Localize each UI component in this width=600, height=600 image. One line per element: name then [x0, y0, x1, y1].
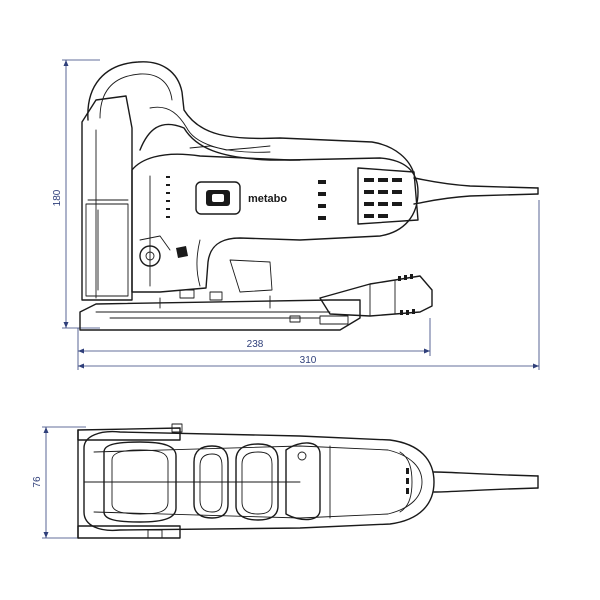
overall-length-dimension: 310 [77, 200, 540, 370]
stroke-selector [139, 176, 188, 267]
height-dimension-label: 180 [52, 189, 63, 206]
base-length-dimension-label: 238 [247, 339, 264, 350]
front-column [81, 95, 133, 301]
dust-nozzle [319, 274, 433, 317]
motor-housing [131, 153, 419, 301]
width-dimension-label: 76 [32, 476, 43, 488]
brand-logo: metabo [248, 193, 287, 205]
base-length-dimension: 238 [77, 318, 431, 356]
side-view: 180 238 310 [52, 59, 540, 370]
handle [87, 61, 415, 175]
top-view: 76 [32, 423, 539, 539]
power-cable [413, 177, 539, 205]
base-plate [79, 295, 361, 331]
height-dimension: 180 [52, 59, 100, 329]
vent-grille [318, 167, 419, 225]
trigger-block [195, 181, 241, 215]
overall-length-dimension-label: 310 [300, 355, 317, 366]
top-view-cable [433, 471, 539, 493]
